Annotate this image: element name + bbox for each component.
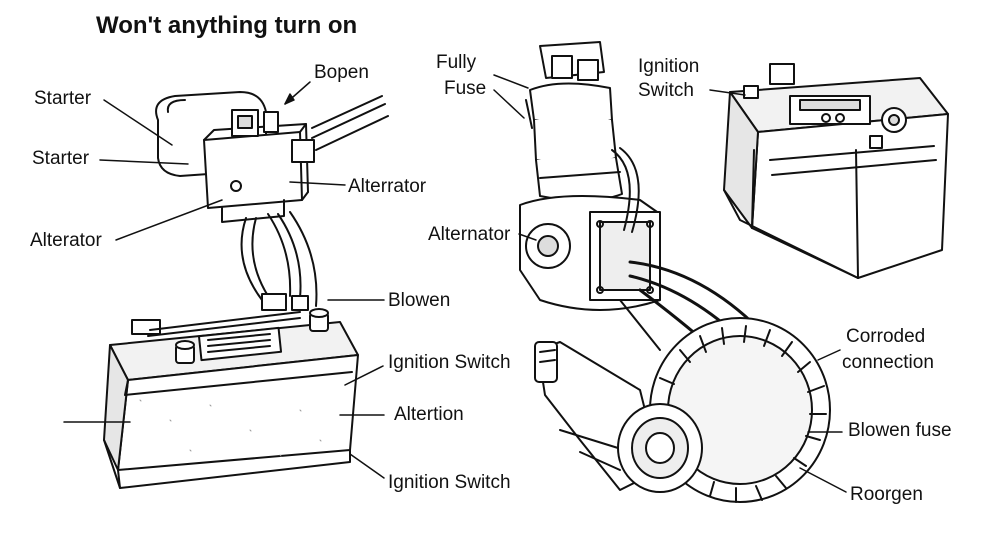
starter-relay-icon — [155, 91, 389, 311]
label-starter-top: Starter — [34, 88, 92, 109]
label-roorgen: Roorgen — [850, 484, 923, 505]
label-ignition: Ignition — [638, 56, 700, 77]
label-fuse: Fuse — [444, 78, 487, 99]
label-alterrator: Alterrator — [348, 176, 427, 197]
label-blowen-fuse: Blowen fuse — [848, 420, 952, 441]
right-battery-icon — [723, 63, 949, 279]
label-ignition-switch-2: Ignition Switch — [388, 472, 511, 493]
label-alterator: Alterator — [30, 230, 102, 251]
label-altertion: Altertion — [394, 404, 464, 425]
leader-lines — [63, 74, 847, 493]
label-alternator: Alternator — [428, 224, 511, 245]
label-bopen: Bopen — [314, 62, 369, 83]
label-ignition-switch-1: Ignition Switch — [388, 352, 511, 373]
label-blowen: Blowen — [388, 290, 451, 311]
left-battery-icon — [103, 308, 359, 489]
label-connection: connection — [842, 352, 934, 373]
label-corroded: Corroded — [846, 326, 926, 347]
label-starter-mid: Starter — [32, 148, 90, 169]
alternator-icon — [534, 317, 831, 503]
diagram-title: Won't anything turn on — [96, 12, 358, 39]
label-fully: Fully — [436, 52, 477, 73]
label-switch: Switch — [638, 80, 694, 101]
